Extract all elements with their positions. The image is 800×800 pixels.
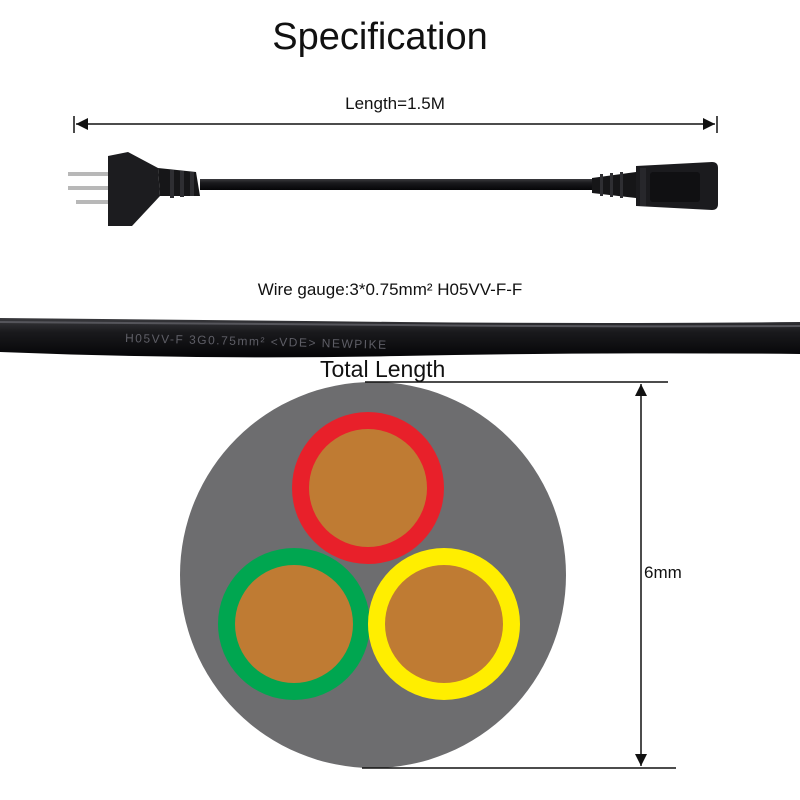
length-label: Length=1.5M [345, 94, 445, 113]
length-dimension-line [73, 116, 718, 133]
wire-closeup: H05VV-F 3G0.75mm² <VDE> NEWPIKE [0, 318, 800, 358]
cable-cross-section [180, 382, 566, 768]
page-title: Specification [272, 16, 488, 58]
live-core-copper [309, 429, 427, 547]
cross-section-title: Total Length [320, 356, 446, 382]
iec-connector-icon [592, 162, 718, 210]
diameter-dimension-line [362, 381, 676, 769]
plug-icon [68, 152, 200, 226]
wire-gauge-label: Wire gauge:3*0.75mm² H05VV-F-F [257, 280, 523, 299]
diameter-label: 6mm [644, 563, 682, 582]
earth-core-copper [235, 565, 353, 683]
neutral-core-copper [385, 565, 503, 683]
power-cord [200, 179, 592, 190]
wire-print-text: H05VV-F 3G0.75mm² <VDE> NEWPIKE [125, 331, 388, 352]
